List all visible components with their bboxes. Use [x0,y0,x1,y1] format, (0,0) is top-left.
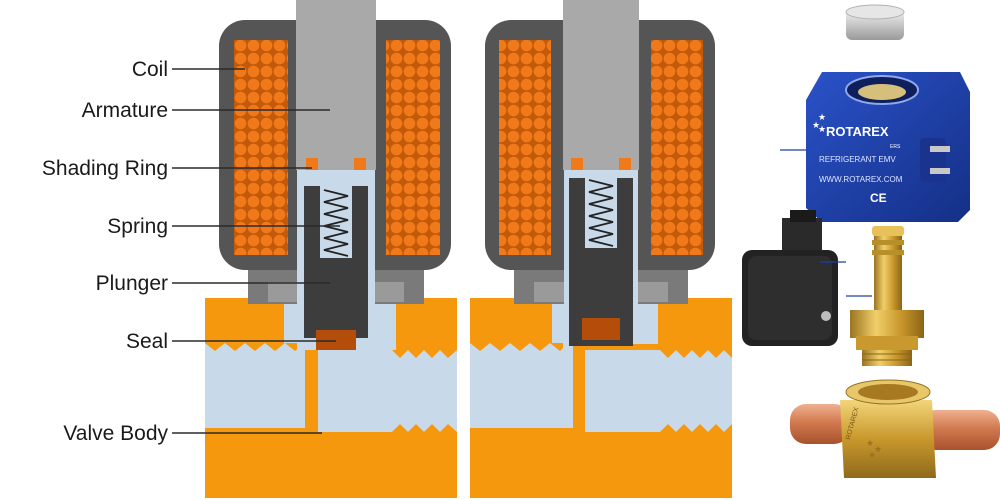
left-inlet-channel [205,343,305,428]
label-plunger: Plunger [95,272,168,295]
coil-box-ce-mark: CE [870,191,887,205]
coil-box-line1: REFRIGERANT EMV [819,155,896,164]
right-valve-cross-section [470,0,732,498]
label-coil: Coil [131,58,168,81]
coil-box-line2: WWW.ROTAREX.COM [819,175,903,184]
label-spring: Spring [107,215,168,238]
right-armature [563,0,639,170]
left-outlet-channel [318,350,457,432]
svg-text:★: ★ [874,444,882,454]
right-seal [582,318,620,340]
right-shading-ring-2 [619,158,631,170]
left-coil-winding-left [234,40,288,255]
right-coil-winding-left [499,40,551,255]
label-armature: Armature [81,99,168,122]
label-valve-body: Valve Body [63,422,168,445]
left-orifice [306,343,318,428]
left-seal [316,330,356,350]
metal-cap [845,4,905,40]
left-valve-cross-section [205,0,457,498]
connector-plug [742,210,846,346]
left-spring [323,189,349,257]
coil-box-brand-sub: ERS [890,144,901,150]
rotarex-coil-box: ROTAREX ERS REFRIGERANT EMV WWW.ROTAREX.… [780,72,970,222]
copper-pipe-left [790,404,850,444]
coil-box-terminals [920,138,946,182]
svg-text:★: ★ [868,450,876,460]
left-shading-ring-1 [306,158,318,170]
left-spring-bore [320,186,352,258]
coil-box-brand: ROTAREX [826,124,889,139]
screw-icon [821,311,831,321]
svg-text:★: ★ [812,120,820,130]
right-coil-winding-right [651,40,703,255]
right-inlet-channel [470,343,573,428]
product-photos: ROTAREX ERS REFRIGERANT EMV WWW.ROTAREX.… [742,4,1000,478]
right-outlet-thread-bottom [660,424,732,432]
right-spring [588,179,614,247]
star-icon: ★★★ [812,112,826,134]
right-outlet-channel [585,350,732,432]
right-outlet-thread [660,350,732,358]
label-seal: Seal [125,330,168,353]
right-orifice [573,343,585,428]
left-armature [296,0,376,170]
left-coil-winding-right [386,40,440,255]
svg-text:★: ★ [866,438,874,448]
left-inlet-thread [205,343,300,351]
left-outlet-thread [392,350,457,358]
right-shading-ring-1 [571,158,583,170]
svg-text:★: ★ [818,124,826,134]
brass-armature-tube [846,226,904,314]
svg-text:★: ★ [818,112,826,122]
right-inlet-thread [470,343,563,351]
star-icon: ★★★ [866,438,882,460]
left-shading-ring-2 [354,158,366,170]
label-shading-ring: Shading Ring [41,157,168,180]
leader-lines [172,68,340,434]
brass-hex-nut [850,310,924,366]
left-outlet-thread-bottom [392,424,457,432]
brass-valve-body: ROTAREX ★★★ [790,379,1000,478]
copper-pipe-right [920,410,1000,450]
